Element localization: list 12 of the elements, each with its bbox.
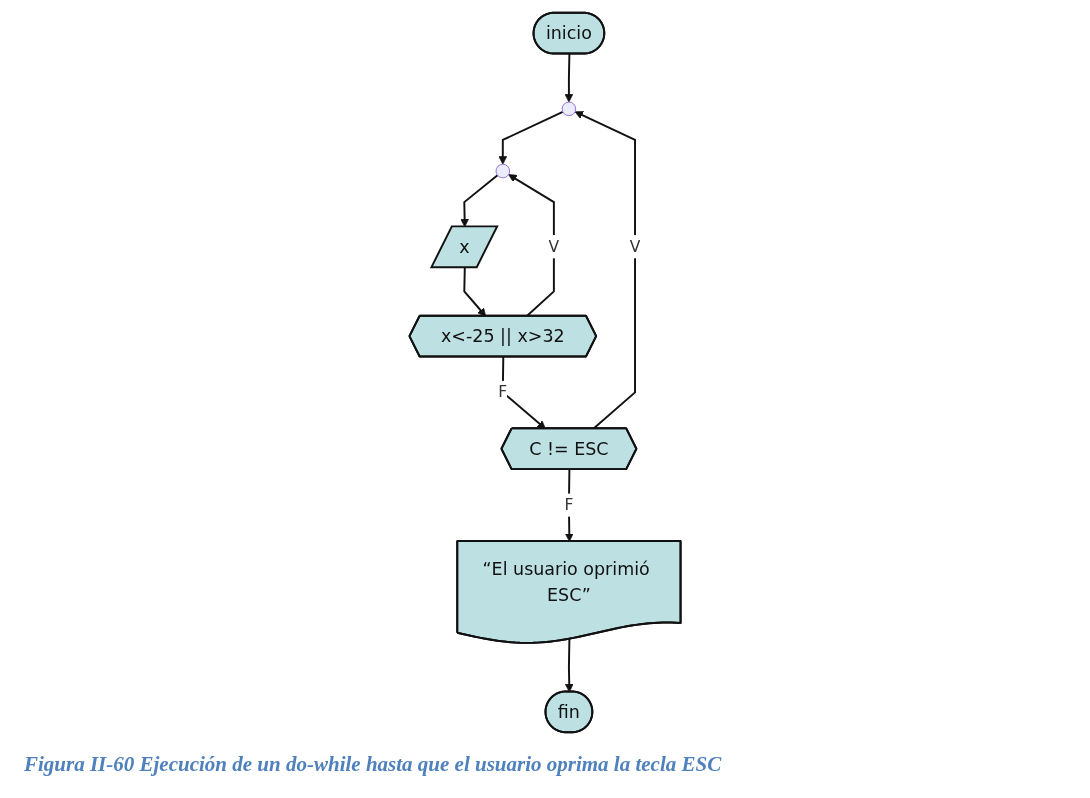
arrow [498, 110, 564, 165]
edge-label: F [498, 382, 508, 402]
arrow [564, 53, 574, 103]
node-circle [561, 101, 577, 117]
edge-label: F [564, 495, 574, 514]
edge-label: V [629, 237, 641, 256]
figure-caption: Figura II-60 Ejecución de un do-while hasta que el usuario oprima la tecla ESC [24, 752, 722, 777]
node-circle [495, 163, 511, 179]
edge-label: V [548, 237, 560, 256]
arrow [501, 356, 546, 430]
arrow [564, 638, 574, 693]
arrow [574, 111, 636, 430]
